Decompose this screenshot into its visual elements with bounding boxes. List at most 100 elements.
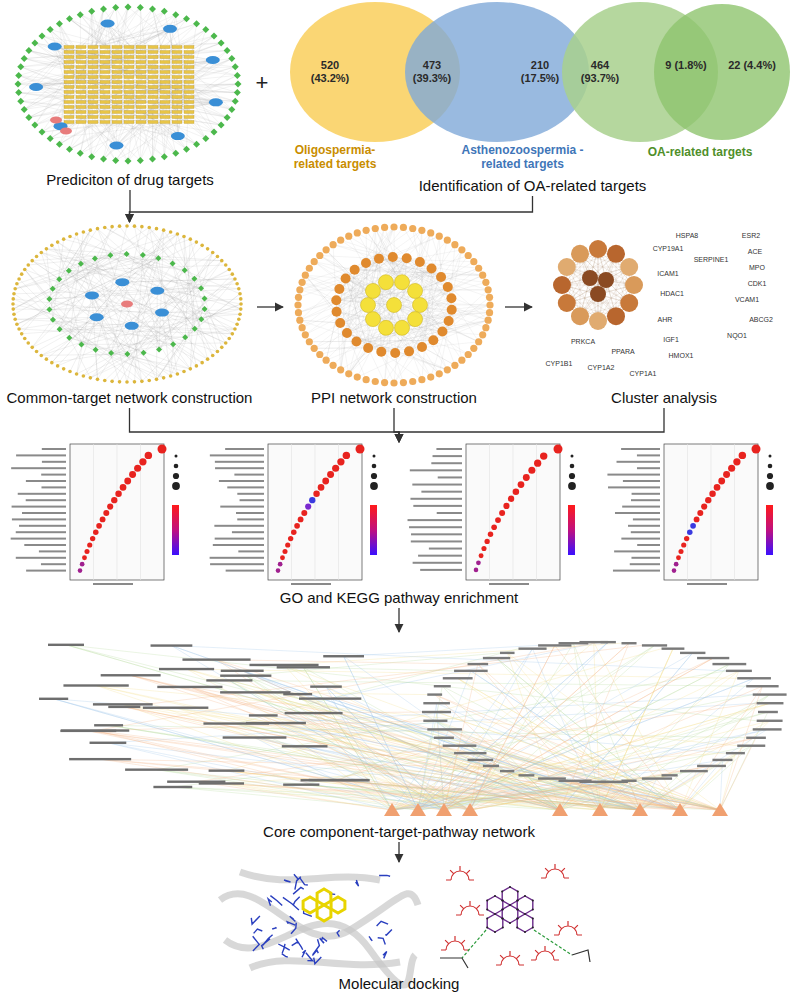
component-node — [228, 55, 235, 62]
target-node — [148, 76, 158, 79]
enrichment-dot — [337, 458, 344, 465]
target-mark — [468, 759, 494, 761]
target-node — [172, 66, 182, 69]
component-node — [193, 141, 200, 148]
component-mark — [277, 666, 330, 668]
component-node — [66, 268, 72, 274]
row-label-mark — [215, 461, 264, 463]
target-node — [112, 76, 122, 79]
target-node — [148, 86, 158, 89]
target-mark — [680, 652, 705, 654]
component-node — [218, 121, 225, 128]
target-node — [160, 61, 170, 64]
row-label-mark — [412, 484, 462, 486]
dot-plot — [11, 444, 180, 585]
component-mark — [153, 786, 192, 788]
pathway-node — [592, 803, 608, 816]
protein-node — [337, 237, 344, 244]
panel-box: Prediciton of drug targets — [5, 2, 255, 190]
row-label-mark — [237, 493, 264, 495]
size-legend-dot — [172, 482, 180, 490]
row-label-mark — [26, 499, 66, 501]
protein-node — [361, 258, 371, 268]
row-label-mark — [621, 448, 660, 450]
plot-frame — [268, 444, 362, 580]
panel-box: GO and KEGG pathway enrichment — [2, 442, 796, 608]
row-label-mark — [421, 491, 462, 493]
target-node — [235, 282, 239, 286]
row-label-mark — [227, 486, 264, 488]
protein-node — [446, 293, 456, 303]
venn-set-label: Asthenozoospermia -related targets — [455, 144, 590, 172]
protein-node — [341, 274, 351, 284]
ppi-network — [294, 223, 493, 386]
protein-node — [296, 317, 303, 324]
target-node — [148, 101, 158, 104]
target-node — [88, 111, 98, 114]
panel-box: PPI network construction — [283, 222, 505, 408]
target-node — [64, 106, 74, 109]
ligand-2d-ring — [517, 896, 533, 914]
size-legend-dot — [370, 482, 378, 490]
target-node — [136, 81, 146, 84]
component-mark — [249, 664, 318, 666]
pathway-node — [712, 803, 728, 816]
size-legend-dot — [175, 455, 178, 458]
component-node — [172, 150, 179, 157]
protein-node — [451, 241, 458, 248]
target-node — [136, 86, 146, 89]
component-node — [38, 32, 45, 39]
target-node — [184, 71, 194, 74]
target-node — [148, 111, 158, 114]
target-node — [124, 101, 134, 104]
target-node — [148, 116, 158, 119]
grid-line — [489, 444, 490, 580]
protein-node — [390, 379, 397, 386]
component-node — [149, 156, 156, 163]
row-label-mark — [410, 498, 462, 500]
target-node — [56, 240, 60, 244]
protein-node — [465, 351, 472, 358]
target-node — [136, 116, 146, 119]
target-node — [112, 66, 122, 69]
size-legend-dot — [173, 473, 179, 479]
target-mark — [757, 702, 784, 704]
target-node — [124, 91, 134, 94]
plus-sign: + — [254, 70, 270, 95]
target-node — [140, 380, 144, 384]
enrichment-dot — [278, 562, 283, 567]
protein-node — [436, 233, 443, 240]
grid-line — [291, 444, 292, 580]
row-label-mark — [614, 550, 660, 552]
network-links — [54, 642, 768, 810]
ligand-2d-ring — [487, 914, 503, 932]
size-legend-dot — [571, 455, 574, 458]
pathway-node — [462, 803, 478, 816]
target-mark — [697, 657, 729, 659]
target-node — [76, 76, 86, 79]
target-node — [160, 86, 170, 89]
target-node — [64, 76, 74, 79]
target-node — [233, 277, 237, 281]
flow-arrow — [130, 196, 533, 222]
target-node — [76, 51, 86, 54]
target-mark — [423, 702, 450, 704]
target-node — [20, 272, 24, 276]
component-node — [88, 153, 95, 160]
target-node — [76, 71, 86, 74]
target-mark — [454, 752, 486, 754]
row-label-mark — [630, 563, 660, 565]
network-links — [88, 642, 762, 810]
protein-node — [444, 237, 451, 244]
target-node — [136, 71, 146, 74]
enrichment-dot-plots — [11, 444, 774, 585]
row-label-mark — [234, 474, 264, 476]
target-node — [147, 226, 151, 230]
target-node — [184, 61, 194, 64]
row-label-mark — [615, 512, 660, 514]
row-label-mark — [631, 531, 660, 533]
target-node — [160, 66, 170, 69]
enrichment-dot — [684, 536, 689, 541]
row-label-mark — [238, 550, 264, 552]
target-mark — [500, 652, 515, 654]
